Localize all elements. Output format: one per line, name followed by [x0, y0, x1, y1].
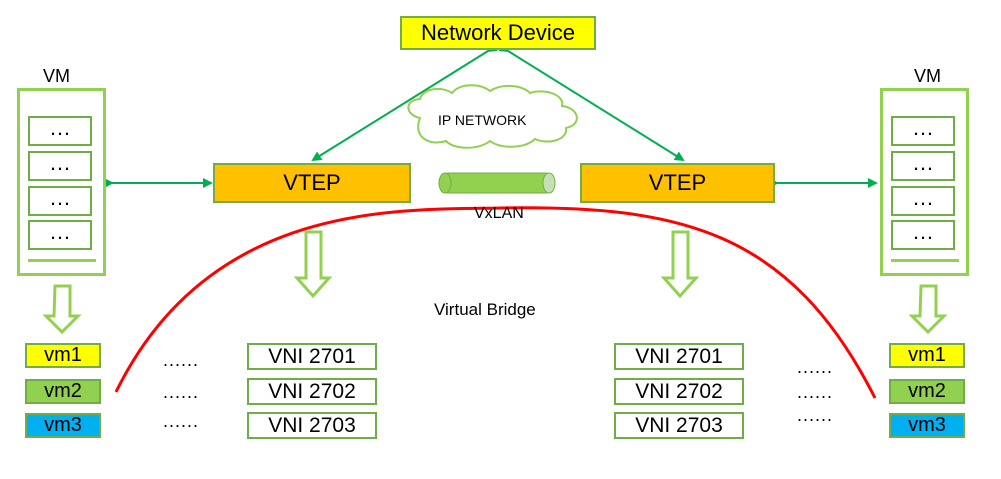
vxlan-label: VxLAN: [474, 205, 524, 222]
right-vm3-chip: vm3: [889, 413, 965, 438]
left-vm3-chip: vm3: [25, 413, 101, 438]
right-vm1-chip: vm1: [889, 343, 965, 368]
virtual-bridge-label: Virtual Bridge: [434, 300, 536, 319]
right-vm-divider: [891, 259, 959, 262]
down-arrow-left-vm: [42, 284, 82, 335]
link-device-right-vtep: [498, 42, 685, 162]
down-arrow-left-vtep: [293, 230, 333, 299]
right-dots: ......: [797, 382, 834, 402]
left-vm-host: … … … …: [17, 88, 106, 276]
down-arrow-right-vtep: [660, 230, 700, 299]
ip-network-cloud-shape: [407, 84, 578, 149]
right-vm-slot: …: [891, 116, 955, 146]
left-vni-2703: VNI 2703: [247, 412, 377, 439]
left-dots: ......: [163, 411, 200, 431]
right-vni-2703: VNI 2703: [614, 412, 744, 439]
link-device-left-vtep: [311, 42, 498, 162]
left-vni-2701: VNI 2701: [247, 343, 377, 370]
left-vm-slot: …: [28, 220, 92, 250]
left-vtep-box: VTEP: [213, 163, 411, 203]
left-dots: ......: [163, 350, 200, 370]
left-vm-slot: …: [28, 116, 92, 146]
left-vni-2702: VNI 2702: [247, 378, 377, 405]
right-vni-2701: VNI 2701: [614, 343, 744, 370]
right-vm-host: … … … …: [880, 88, 969, 276]
right-dots: ......: [797, 405, 834, 425]
ip-network-label: IP NETWORK: [438, 112, 527, 128]
left-dots: ......: [163, 382, 200, 402]
left-vm-slot: …: [28, 151, 92, 181]
right-vni-2702: VNI 2702: [614, 378, 744, 405]
right-vm2-chip: vm2: [889, 379, 965, 404]
virtual-bridge-curve: [114, 206, 877, 399]
left-vm2-chip: vm2: [25, 379, 101, 404]
left-vm-divider: [28, 259, 96, 262]
left-vm1-chip: vm1: [25, 343, 101, 368]
right-vm-slot: …: [891, 186, 955, 216]
vxlan-tunnel-icon: [438, 172, 556, 194]
right-dots: ......: [797, 357, 834, 377]
network-device-box: Network Device: [400, 16, 596, 50]
right-vm-slot: …: [891, 220, 955, 250]
right-vm-title: VM: [914, 66, 941, 86]
left-vm-slot: …: [28, 186, 92, 216]
left-vm-title: VM: [43, 66, 70, 86]
right-vm-slot: …: [891, 151, 955, 181]
down-arrow-right-vm: [908, 284, 948, 335]
right-vtep-box: VTEP: [580, 163, 775, 203]
